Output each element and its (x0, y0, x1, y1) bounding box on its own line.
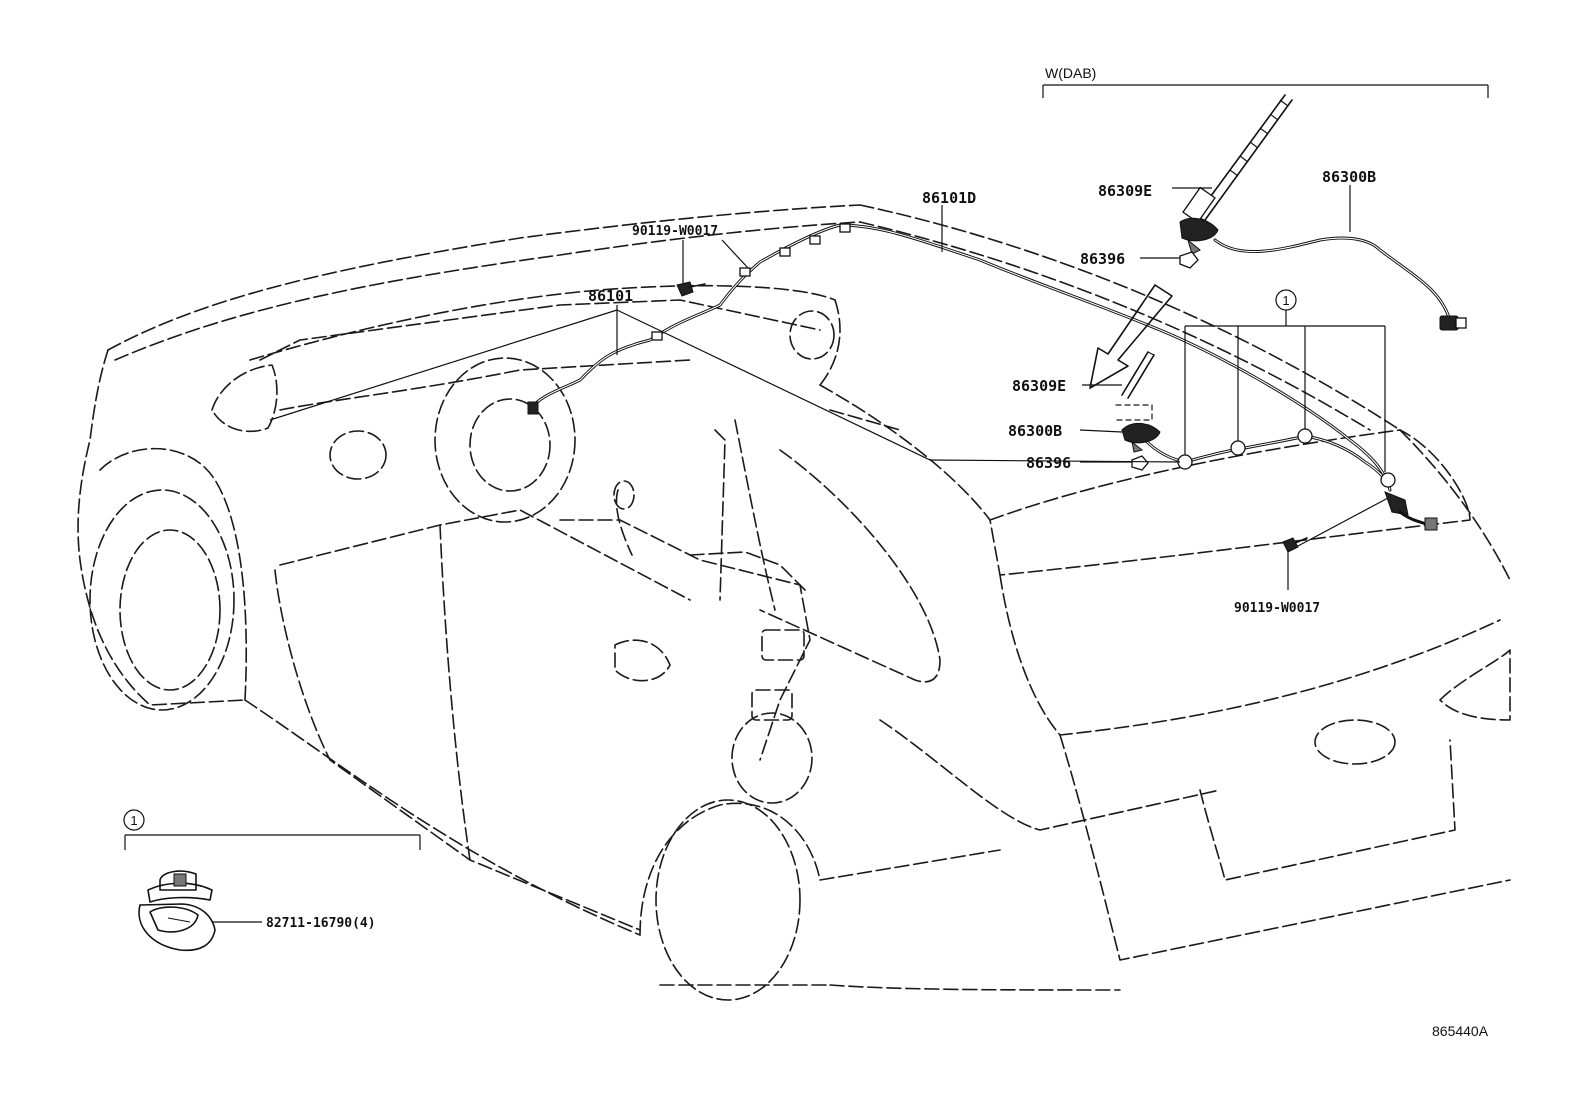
vehicle-outline (77, 204, 1511, 1001)
bolt-rear-icon (1282, 537, 1308, 553)
illustration-code: 865440A (1432, 1023, 1489, 1039)
callout-roof-ref: 1 (1282, 293, 1289, 308)
label-86300b-lower: 86300B (1008, 422, 1062, 440)
pole-ribs (1229, 99, 1289, 177)
labels: W(DAB) 86309E 86300B 86396 86101D 90119-… (123, 65, 1489, 1039)
label-clamp: 82711-16790(4) (266, 916, 376, 931)
callout-circle-inset (123, 809, 145, 831)
label-86101d: 86101D (922, 189, 976, 207)
label-86309e-lower: 86309E (1012, 377, 1066, 395)
label-86309e-top: 86309E (1098, 182, 1152, 200)
antenna-assembly-top (1089, 94, 1467, 389)
clamp-part-icon (138, 870, 216, 952)
callout-circle-roof (1275, 289, 1297, 311)
antenna-cable-lower (1143, 428, 1438, 531)
label-86396-top: 86396 (1080, 250, 1125, 268)
label-bolt-rear: 90119-W0017 (1234, 601, 1320, 616)
label-86396-lower: 86396 (1026, 454, 1071, 472)
callout-inset-ref: 1 (130, 813, 137, 828)
label-86300b-top: 86300B (1322, 168, 1376, 186)
label-bolt-front: 90119-W0017 (632, 224, 718, 239)
variant-label: W(DAB) (1045, 65, 1096, 81)
leader-lines (124, 84, 1489, 923)
bolt-front-icon (676, 281, 706, 297)
label-86101: 86101 (588, 287, 633, 305)
antenna-assembly-lower (1115, 351, 1161, 471)
antenna-cable-front (527, 223, 1392, 492)
